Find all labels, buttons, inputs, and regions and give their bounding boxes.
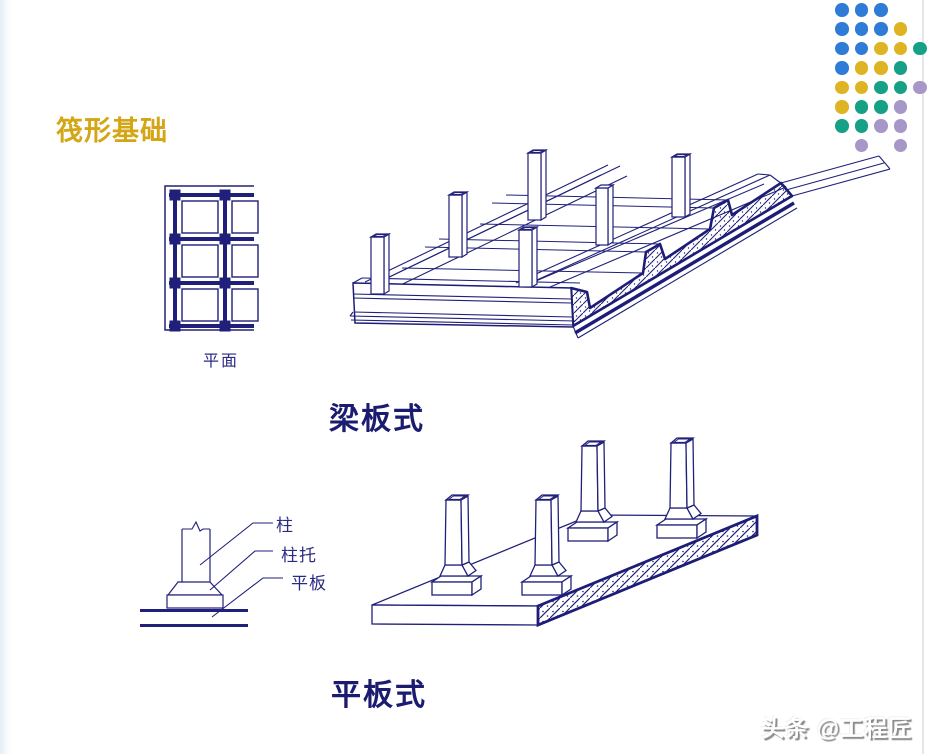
plan-column-squares <box>169 189 231 332</box>
back-rail-beam <box>357 164 628 294</box>
decor-dot <box>854 3 869 17</box>
label-column-cap: 柱托 <box>281 546 317 565</box>
end-face <box>349 282 576 328</box>
decor-dot <box>835 100 849 114</box>
far-end-edge <box>780 155 891 197</box>
decor-dot <box>913 41 927 56</box>
decor-dots <box>835 3 927 161</box>
front-rail-beam <box>509 173 787 294</box>
page-title: 筏形基础 <box>56 116 168 146</box>
beam-slab-columns <box>368 148 693 296</box>
decor-dot <box>835 119 849 133</box>
decor-dot <box>893 22 908 36</box>
decor-dot <box>835 41 849 56</box>
decor-dot <box>893 61 908 75</box>
decor-dot <box>893 41 908 56</box>
column-detail-drawing <box>140 520 283 627</box>
decor-dot <box>854 80 869 95</box>
decor-dot <box>893 100 908 114</box>
decor-dot <box>854 22 869 36</box>
decor-dot <box>835 80 849 95</box>
decor-dot <box>893 80 908 95</box>
beam-slab-3d-drawing <box>349 148 891 339</box>
decor-dot <box>835 61 849 75</box>
decor-dot <box>874 41 888 56</box>
decor-dot <box>854 41 869 56</box>
flat-slab-caption: 平板式 <box>331 679 427 712</box>
flat-slab-front-face <box>371 604 539 626</box>
decor-dot <box>854 119 869 133</box>
label-flat-plate: 平板 <box>291 574 327 593</box>
decor-dot <box>835 22 849 36</box>
right-edge-line <box>922 0 924 754</box>
leader-lines <box>199 522 283 618</box>
beam-slab-cut-hatch <box>569 181 794 328</box>
decor-dot <box>854 100 869 114</box>
decor-dot <box>854 138 869 153</box>
decor-dot <box>874 119 888 133</box>
decor-dot <box>893 119 908 133</box>
label-column: 柱 <box>276 516 294 535</box>
decor-dot <box>874 80 888 95</box>
plan-view-drawing <box>164 185 259 332</box>
decor-dot <box>854 61 869 75</box>
watermark: 头条 @工程匠 <box>761 715 912 741</box>
decor-dot <box>893 138 908 153</box>
flat-slab-3d-drawing <box>371 437 759 628</box>
decor-dot <box>913 80 927 95</box>
decor-dot <box>874 61 888 75</box>
decor-dot <box>835 3 849 17</box>
flat-slab-cut-hatch <box>536 513 759 628</box>
decor-dot <box>874 100 888 114</box>
decor-dot <box>874 22 888 36</box>
plan-caption: 平面 <box>203 353 240 370</box>
beam-slab-caption: 梁板式 <box>329 403 425 436</box>
left-gradient-band <box>0 0 12 754</box>
decor-dot <box>874 3 888 17</box>
